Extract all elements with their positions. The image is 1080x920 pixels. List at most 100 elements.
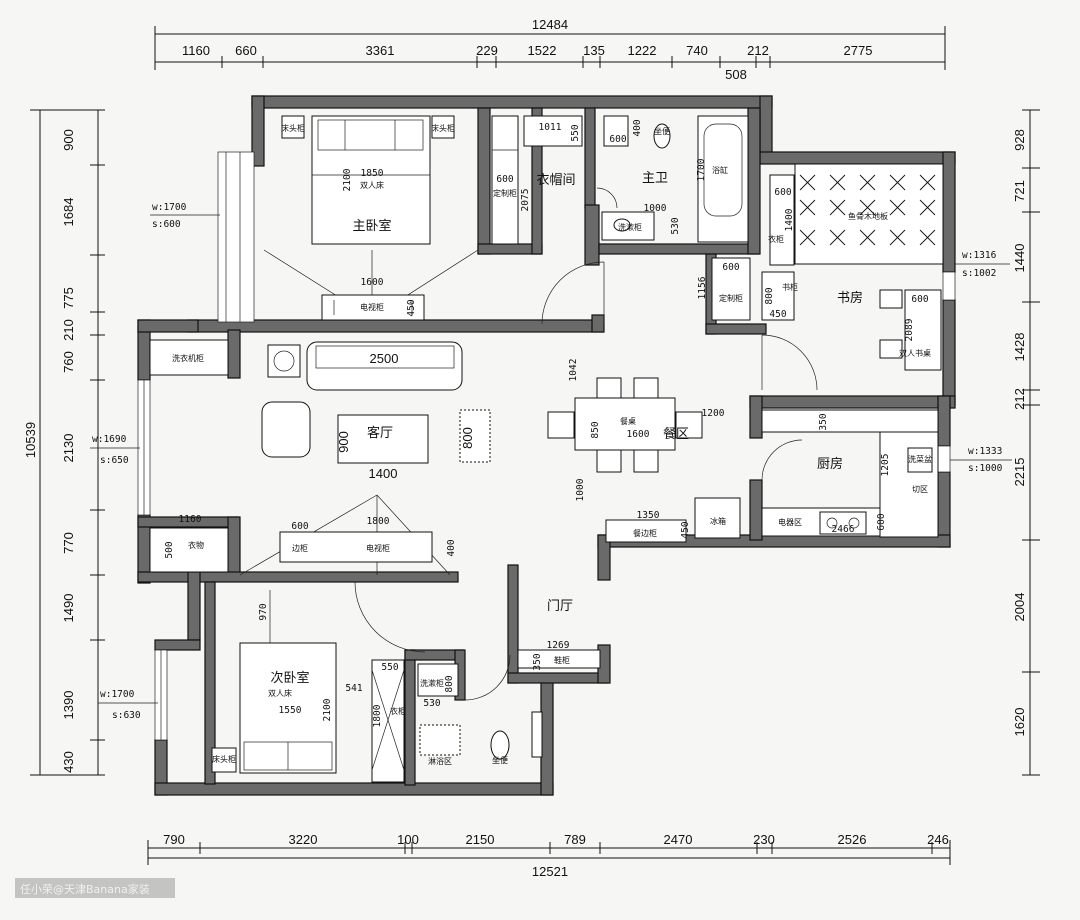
bed2-2100: 2100 [322, 698, 333, 721]
room-foyer: 门厅 [547, 599, 573, 614]
washer-cabinet-study: 定制柜 [719, 293, 743, 303]
kitchen-2466: 2466 [832, 524, 855, 535]
dining-1042: 1042 [568, 359, 579, 382]
study-desk-600: 600 [911, 294, 928, 305]
bed2-541: 541 [345, 683, 362, 694]
top-dim-4: 229 [476, 43, 498, 58]
sideboard-450: 450 [680, 521, 691, 538]
sink-label: 洗菜盆 [908, 454, 932, 464]
room-master-bath: 主卫 [642, 171, 668, 186]
double-bed-label-1: 双人床 [360, 180, 384, 190]
nightstand-label-3: 床头柜 [212, 754, 236, 764]
tv2-400: 400 [446, 539, 457, 556]
top-dim-2: 660 [235, 43, 257, 58]
stove-zone-label: 电器区 [778, 517, 802, 527]
vanity-label-2: 洗漱柜 [420, 678, 444, 688]
top-dim-9: 212 [747, 43, 769, 58]
study-600: 600 [774, 187, 791, 198]
bath-400: 400 [632, 119, 643, 136]
master-bedroom: 床头柜 床头柜 1850 2100 双人床 主卧室 1600 电视柜 450 [263, 115, 479, 321]
bookcase-label: 书柜 [782, 282, 798, 292]
left-dim-6: 2130 [61, 434, 76, 463]
room-dining: 餐区 [663, 426, 689, 442]
window4-width: w:1316 [962, 250, 997, 261]
ward3-1800: 1800 [372, 704, 383, 727]
vanity-530: 530 [670, 217, 681, 234]
bottom-dim-3: 100 [397, 832, 419, 847]
left-dim-1: 900 [61, 129, 76, 151]
bottom-dim-1: 790 [163, 832, 185, 847]
windows [137, 151, 956, 741]
tv1-depth: 450 [406, 299, 417, 316]
left-dim-4: 210 [61, 319, 76, 341]
kitchen-350: 350 [818, 413, 829, 430]
washer-cabinet-label: 洗衣机柜 [172, 353, 204, 363]
window3-width: w:1700 [100, 689, 135, 700]
master-bath: 600 400 坐便 主卫 1700 浴缸 1000 530 洗漱柜 [601, 115, 749, 243]
vanity-1000: 1000 [644, 203, 667, 214]
bath-600: 600 [609, 134, 626, 145]
toilet-label-1: 坐便 [654, 126, 670, 136]
top-dimensions: 12484 1160 660 3361 229 1522 135 1222 74… [154, 17, 946, 82]
total-left-dimension: 10539 [23, 422, 38, 458]
bottom-dim-6: 2470 [664, 832, 693, 847]
right-dim-2: 721 [1012, 180, 1027, 202]
sofa-2500: 2500 [370, 351, 399, 366]
top-sub-dim: 508 [725, 67, 747, 82]
study-1156: 1156 [697, 276, 708, 299]
window1-sill: s:600 [152, 219, 181, 230]
window-labels: w:1700 s:600 w:1690 s:650 w:1700 s:630 w… [90, 202, 1012, 721]
window1-width: w:1700 [152, 202, 187, 213]
total-top-dimension: 12484 [532, 17, 568, 32]
study-desk-2089: 2089 [904, 318, 915, 341]
window2-width: w:1690 [92, 434, 127, 445]
second-bedroom: 970 次卧室 双人床 1550 2100 541 床头柜 550 1800 衣… [211, 590, 406, 783]
bottom-dim-9: 246 [927, 832, 949, 847]
tiles-label: 鱼骨木地板 [848, 211, 888, 221]
room-wardrobe: 衣帽间 [536, 172, 575, 188]
cut-zone-label: 切区 [912, 485, 928, 494]
double-desk-label: 双人书桌 [899, 348, 931, 358]
tv-cabinet-label-1: 电视柜 [360, 302, 384, 312]
left-dim-2: 1684 [61, 198, 76, 227]
top-dim-6: 135 [583, 43, 605, 58]
kitchen-600: 600 [876, 513, 887, 530]
nightstand-label-2: 床头柜 [431, 123, 455, 133]
dining-1200: 1200 [702, 408, 725, 419]
study: 600 1400 衣柜 鱼骨木地板 600 定制柜 1156 800 书柜 45… [697, 163, 944, 371]
bath2-530: 530 [423, 698, 440, 709]
right-dim-3: 1440 [1012, 244, 1027, 273]
bath2-800: 800 [444, 675, 455, 692]
side-cabinet-label: 边柜 [292, 543, 308, 553]
room-kitchen: 厨房 [817, 456, 843, 472]
washer-500: 500 [164, 541, 175, 558]
table-900: 900 [336, 431, 351, 453]
shoe-cabinet-label: 鞋柜 [554, 655, 570, 665]
right-dim-8: 1620 [1012, 708, 1027, 737]
dining-850: 850 [590, 421, 601, 438]
foyer: 门厅 1269 350 鞋柜 [517, 599, 601, 671]
shoe-350: 350 [532, 653, 543, 670]
window3-sill: s:630 [112, 710, 141, 721]
top-dim-7: 1222 [628, 43, 657, 58]
custom-cabinet-label: 定制柜 [493, 188, 517, 198]
dining-area: 1042 餐桌 850 1600 餐区 1200 1000 1350 餐边柜 4… [547, 359, 741, 543]
window5-sill: s:1000 [968, 463, 1003, 474]
bed2-970: 970 [258, 603, 269, 620]
wardrobe-room: 600 定制柜 2075 1011 550 衣帽间 [491, 115, 583, 245]
top-dim-1: 1160 [182, 43, 210, 58]
right-dimensions: 928 721 1440 1428 212 2215 2004 1620 [1012, 109, 1040, 776]
top-dim-10: 2775 [844, 43, 873, 58]
total-bottom-dimension: 12521 [532, 864, 568, 879]
fridge-label: 冰箱 [710, 516, 726, 526]
wardrobe-1011: 1011 [539, 122, 562, 133]
left-dim-9: 1390 [61, 691, 76, 720]
room-study: 书房 [837, 290, 863, 306]
top-dim-5: 1522 [528, 43, 557, 58]
washer-1160: 1160 [179, 514, 202, 525]
wardrobe-2075: 2075 [520, 189, 531, 212]
wardrobe-550: 550 [570, 124, 581, 141]
left-dim-8: 1490 [61, 594, 76, 623]
